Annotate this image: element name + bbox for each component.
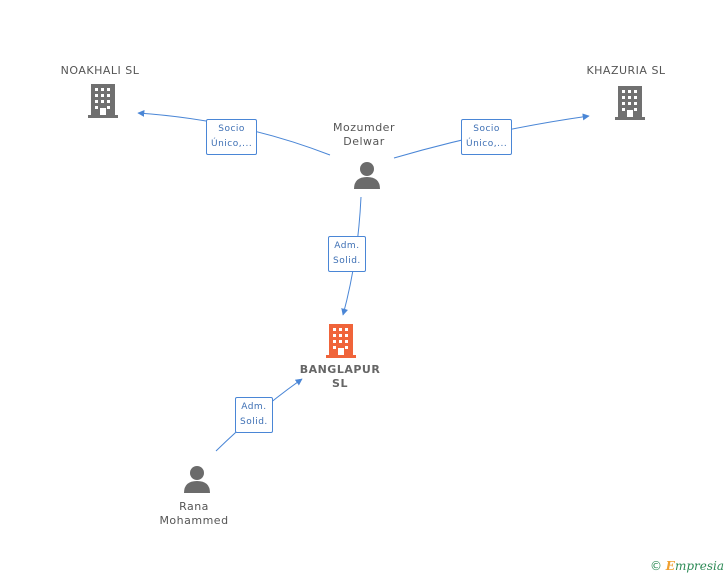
rana-person-icon[interactable] [184, 466, 210, 493]
noakhali-building-icon[interactable] [88, 84, 118, 118]
edge-label-line2: Único,... [211, 139, 253, 149]
banglapur-label[interactable]: BANGLAPUR SL [288, 363, 392, 391]
khazuria-name[interactable]: KHAZURIA SL [586, 64, 666, 77]
mozumder-name-line2[interactable]: Delwar [343, 135, 385, 148]
brand-name[interactable]: Empresia [666, 559, 724, 573]
mozumder-person-icon[interactable] [354, 162, 380, 189]
copyright-symbol: © [649, 559, 662, 573]
edge-label-line1: Adm. [241, 402, 267, 412]
edge-label-line1: Socio [218, 124, 245, 134]
khazuria-label[interactable]: KHAZURIA SL [566, 64, 686, 78]
banglapur-name-line2[interactable]: SL [332, 377, 348, 390]
noakhali-label[interactable]: NOAKHALI SL [40, 64, 160, 78]
brand-initial: E [665, 559, 675, 573]
rana-label[interactable]: Rana Mohammed [144, 500, 244, 528]
edge-label-rana-banglapur[interactable]: Adm. Solid. [235, 397, 273, 433]
rana-name-line2[interactable]: Mohammed [159, 514, 229, 527]
mozumder-label[interactable]: Mozumder Delwar [314, 121, 414, 149]
edge-label-line2: Solid. [240, 417, 268, 427]
mozumder-name-line1[interactable]: Mozumder [333, 121, 395, 134]
edge-label-line1: Socio [473, 124, 500, 134]
banglapur-building-icon[interactable] [326, 324, 356, 358]
edge-label-mozumder-banglapur[interactable]: Adm. Solid. [328, 236, 366, 272]
footer-logo[interactable]: © Empresia [650, 559, 724, 573]
edge-label-mozumder-khazuria[interactable]: Socio Único,... [461, 119, 513, 155]
brand-rest: mpresia [674, 559, 724, 573]
edge-label-line2: Único,... [466, 139, 508, 149]
banglapur-name-line1[interactable]: BANGLAPUR [299, 363, 381, 376]
edge-label-mozumder-noakhali[interactable]: Socio Único,... [206, 119, 258, 155]
noakhali-name[interactable]: NOAKHALI SL [60, 64, 140, 77]
edge-label-line1: Adm. [334, 241, 360, 251]
khazuria-building-icon[interactable] [615, 86, 645, 120]
edge-label-line2: Solid. [333, 256, 361, 266]
rana-name-line1[interactable]: Rana [179, 500, 209, 513]
